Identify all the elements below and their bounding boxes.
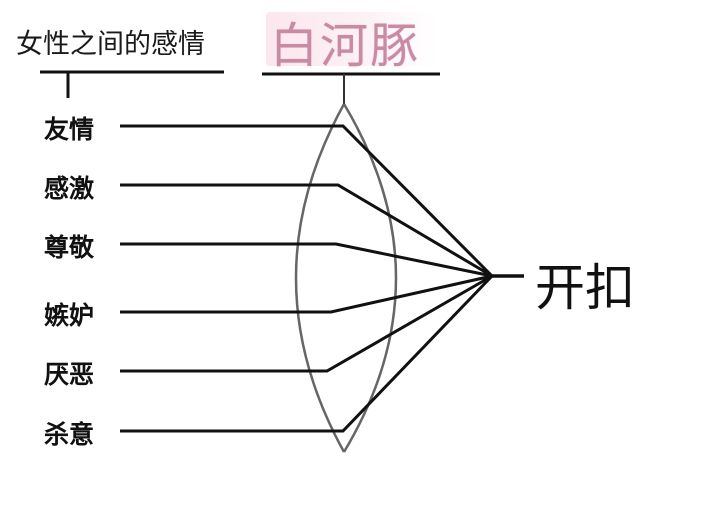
emotion-label: 嫉妒 <box>44 301 95 330</box>
line-jealousy <box>120 274 493 314</box>
title-highlight <box>266 12 436 66</box>
line-gratitude <box>120 183 493 278</box>
title-bracket <box>262 72 440 104</box>
emotion-label: 感激 <box>44 174 95 203</box>
emotion-label: 杀意 <box>44 420 95 449</box>
header-bracket <box>40 70 224 98</box>
line-friendship <box>120 124 494 278</box>
line-murderous-intent <box>120 274 494 433</box>
result-label: 开扣 <box>535 259 635 317</box>
emotion-label: 尊敬 <box>44 233 95 262</box>
lens-shape <box>294 103 398 453</box>
emotion-lines <box>120 124 494 433</box>
line-respect <box>120 242 493 278</box>
emotion-label: 友情 <box>44 115 95 144</box>
header-label: 女性之间的感情 <box>16 29 205 60</box>
emotion-label: 厌恶 <box>44 360 95 389</box>
lens-title: 白河豚 <box>270 18 421 74</box>
line-disgust <box>120 274 493 373</box>
